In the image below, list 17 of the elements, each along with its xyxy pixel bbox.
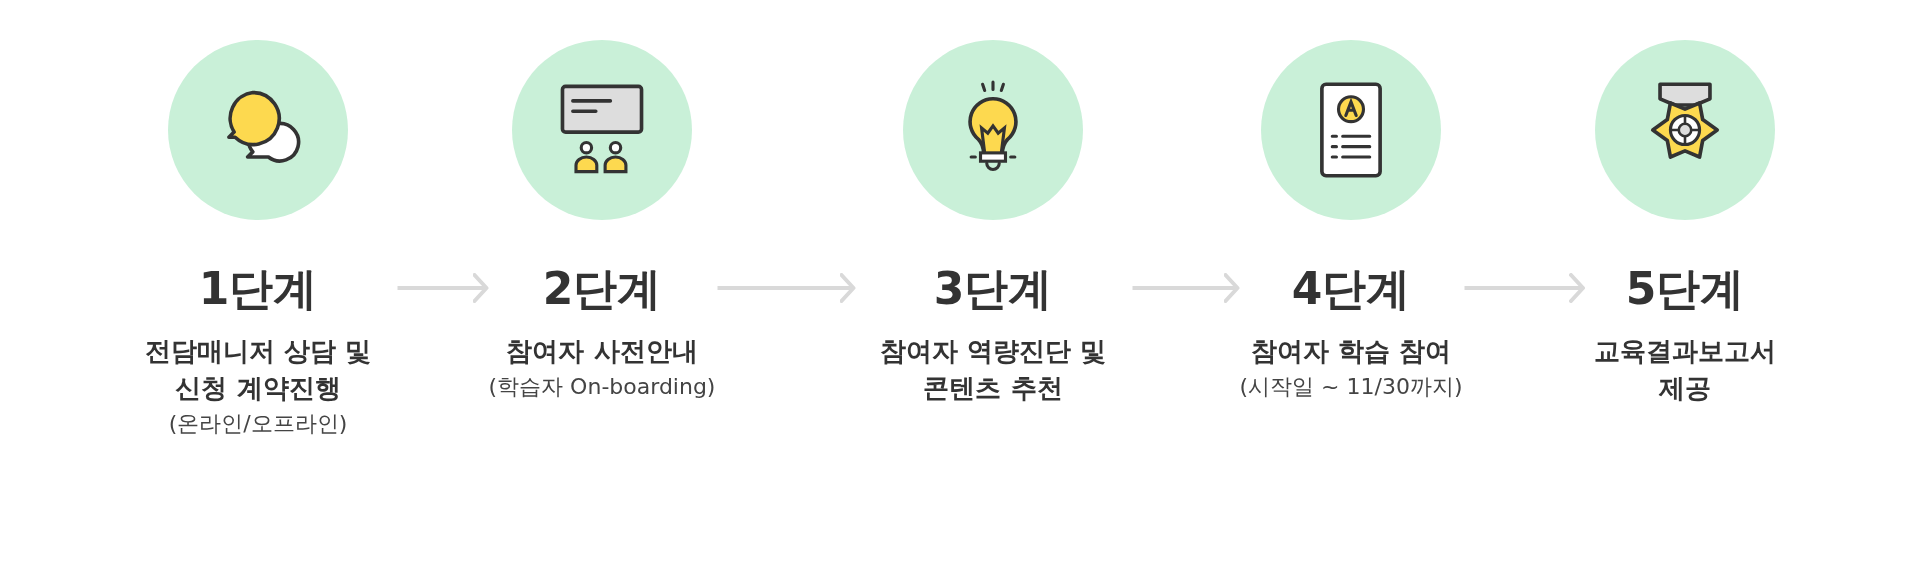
- step-title: 5단계: [1625, 262, 1745, 316]
- arrow: [717, 273, 856, 303]
- step-title: 1단계: [198, 262, 318, 316]
- step-note: (시작일 ~ 11/30까지): [1239, 373, 1463, 401]
- step-title: 4단계: [1291, 262, 1411, 316]
- step-description: 전담매니저 상담 및 신청 계약진행: [143, 335, 373, 405]
- step-title: 3단계: [933, 262, 1053, 316]
- arrow: [1132, 273, 1240, 303]
- arrow: [397, 273, 489, 303]
- step-description: 참여자 역량진단 및 콘텐츠 추천: [878, 335, 1108, 405]
- step-note: (학습자 On-boarding): [488, 373, 716, 401]
- step-title: 2단계: [542, 262, 662, 316]
- arrow: [1464, 273, 1585, 303]
- step-note: (온라인/오프라인): [168, 410, 348, 438]
- step-description: 참여자 학습 참여: [1250, 335, 1452, 368]
- step-description: 참여자 사전안내: [506, 335, 698, 368]
- step-description: 교육결과보고서 제공: [1593, 335, 1777, 405]
